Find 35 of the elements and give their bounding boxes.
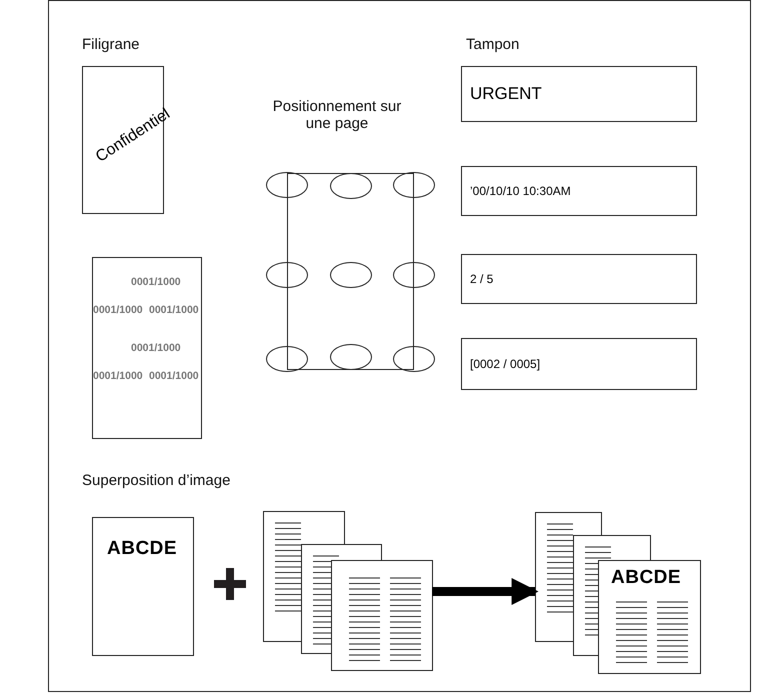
stamp-box bbox=[461, 254, 697, 304]
stamp-text: URGENT bbox=[470, 84, 542, 104]
watermark-number: 0001/1000 bbox=[93, 304, 143, 316]
position-ellipse bbox=[393, 172, 435, 198]
stamp-box bbox=[461, 166, 697, 216]
page-stack-drawing bbox=[263, 511, 432, 671]
stamp-text: [0002 / 0005] bbox=[470, 357, 540, 371]
watermark-number: 0001/1000 bbox=[131, 342, 181, 354]
position-ellipse bbox=[393, 262, 435, 288]
position-ellipse bbox=[266, 262, 308, 288]
position-ellipse bbox=[330, 262, 372, 288]
watermark-page bbox=[92, 257, 202, 439]
heading: Filigrane bbox=[82, 36, 140, 53]
position-ellipse bbox=[393, 346, 435, 372]
overlay-page bbox=[92, 517, 194, 656]
position-ellipse bbox=[266, 172, 308, 198]
watermark-number: 0001/1000 bbox=[149, 304, 199, 316]
stamp-box bbox=[461, 338, 697, 390]
position-ellipse bbox=[330, 344, 372, 370]
overlaid-page-stack bbox=[535, 512, 700, 673]
watermark-number: 0001/1000 bbox=[149, 370, 199, 382]
stamp-text: 2 / 5 bbox=[470, 272, 494, 286]
overlay-text: ABCDE bbox=[107, 538, 178, 560]
page-outline bbox=[287, 173, 414, 370]
stamp-box bbox=[461, 66, 697, 122]
watermark-number: 0001/1000 bbox=[93, 370, 143, 382]
heading: Tampon bbox=[466, 36, 520, 53]
arrow bbox=[432, 578, 539, 605]
heading: Positionnement sur une page bbox=[272, 98, 402, 132]
position-ellipse bbox=[266, 346, 308, 372]
watermark-number: 0001/1000 bbox=[131, 276, 181, 288]
overlay-text: ABCDE bbox=[611, 567, 682, 589]
position-ellipse bbox=[330, 172, 372, 199]
heading: Superposition d’image bbox=[82, 472, 230, 489]
stamp-text: ’00/10/10 10:30AM bbox=[470, 184, 571, 198]
